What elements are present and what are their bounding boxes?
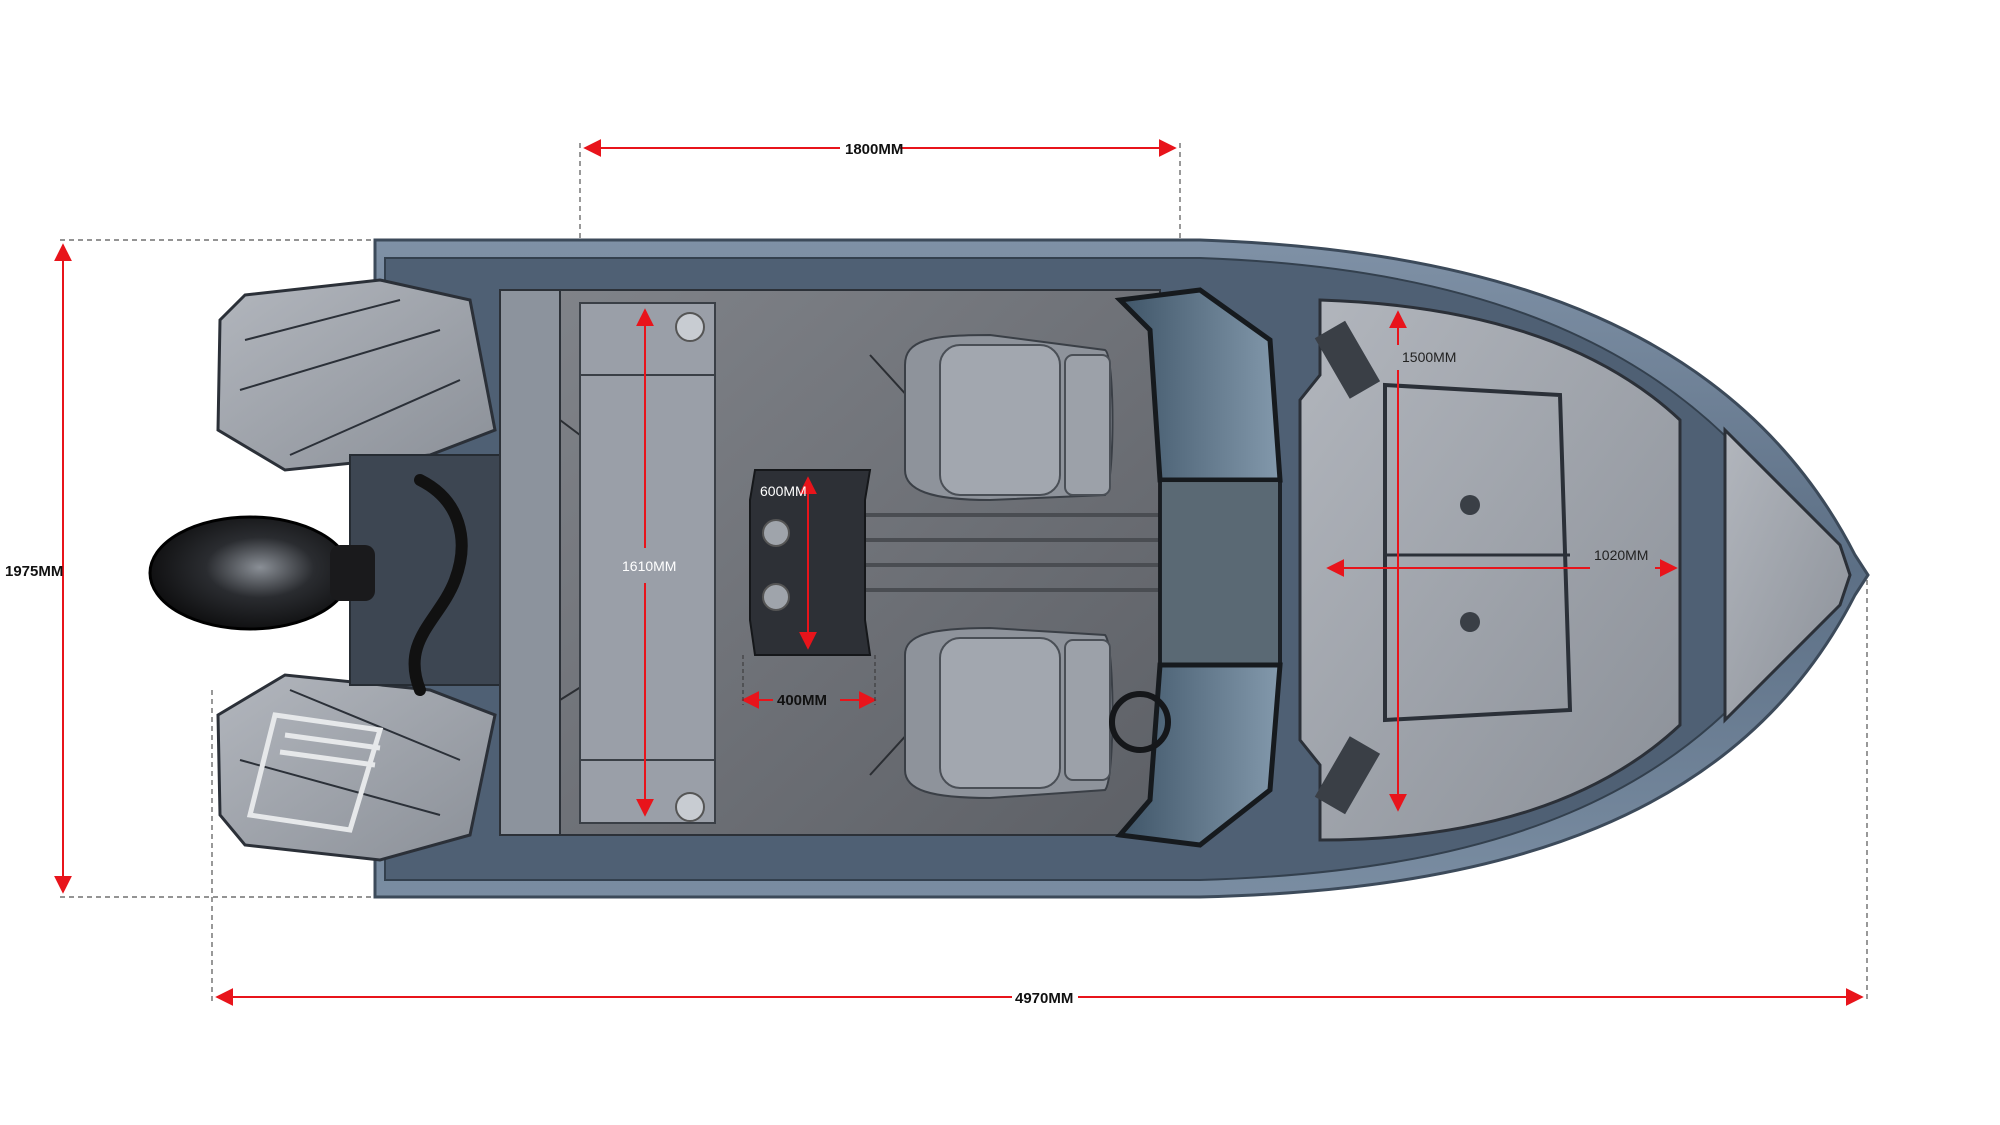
label-overall-length: 4970MM — [1015, 990, 1073, 1007]
bow-tip-deck — [1723, 426, 1852, 724]
outboard-engine-icon — [148, 515, 352, 631]
consoles — [1109, 287, 1283, 848]
cup-holder-icon — [675, 792, 705, 822]
label-table-length: 600MM — [760, 483, 807, 499]
label-overall-beam: 1975MM — [5, 563, 63, 580]
label-table-width: 400MM — [777, 692, 827, 709]
rear-bench-seat — [579, 302, 716, 824]
extension-lines — [60, 143, 1868, 1003]
transom-wall — [499, 289, 561, 836]
passenger-seat — [904, 333, 1114, 502]
driver-seat — [904, 626, 1114, 800]
cup-holder-icon — [762, 583, 790, 611]
table-extension-lines — [742, 655, 876, 705]
cup-holder-icon — [675, 312, 705, 342]
driver-console — [1115, 662, 1283, 848]
bow-deck — [1298, 298, 1852, 842]
label-bench-length: 1610MM — [622, 558, 676, 574]
bow-casting-deck — [1298, 298, 1682, 842]
steering-wheel-icon — [1109, 691, 1171, 753]
dimension-lines — [54, 139, 1864, 1006]
transom — [499, 289, 561, 836]
platform-top — [216, 278, 497, 472]
label-cockpit-length: 1800MM — [845, 141, 903, 158]
label-bow-length: 1500MM — [1402, 349, 1456, 365]
storage-hatch-frame — [1383, 382, 1573, 723]
vent-grille — [1314, 736, 1381, 815]
label-bow-width: 1020MM — [1594, 547, 1648, 563]
stern-platforms — [216, 278, 497, 862]
platform-bottom — [216, 673, 497, 862]
walkthrough-windshield — [1158, 478, 1282, 667]
cup-holder-icon — [762, 519, 790, 547]
vent-grille — [1314, 320, 1381, 399]
engine-hose — [408, 474, 468, 696]
boarding-ladder — [246, 712, 384, 833]
engine-area — [148, 454, 501, 696]
cockpit — [559, 289, 1161, 836]
